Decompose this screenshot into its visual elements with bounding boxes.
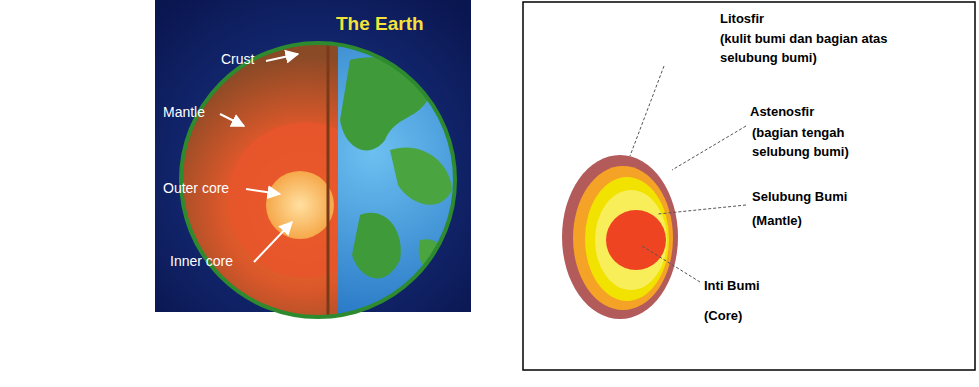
layer-note: (bagian tengah selubung bumi) xyxy=(752,123,864,161)
layer-label: Inner core xyxy=(170,252,233,271)
earth-layers xyxy=(562,155,678,319)
panel-title: The Earth xyxy=(336,14,424,33)
layer-name: Litosfir xyxy=(720,9,764,28)
layer-name: Inti Bumi xyxy=(704,276,760,295)
layer-note: (Mantle) xyxy=(752,211,802,230)
layer-label: Outer core xyxy=(163,179,229,198)
layer-name: Selubung Bumi xyxy=(752,187,847,206)
layer-note: (Core) xyxy=(704,306,742,325)
layer-name: Astenosfir xyxy=(750,102,814,121)
layer-label: Crust xyxy=(221,50,254,69)
layer-note: (kulit bumi dan bagian atas selubung bum… xyxy=(720,29,892,67)
frame xyxy=(523,2,975,370)
leader-lines xyxy=(630,66,746,282)
layer-label: Mantle xyxy=(163,103,205,122)
leader-lines xyxy=(220,54,298,262)
